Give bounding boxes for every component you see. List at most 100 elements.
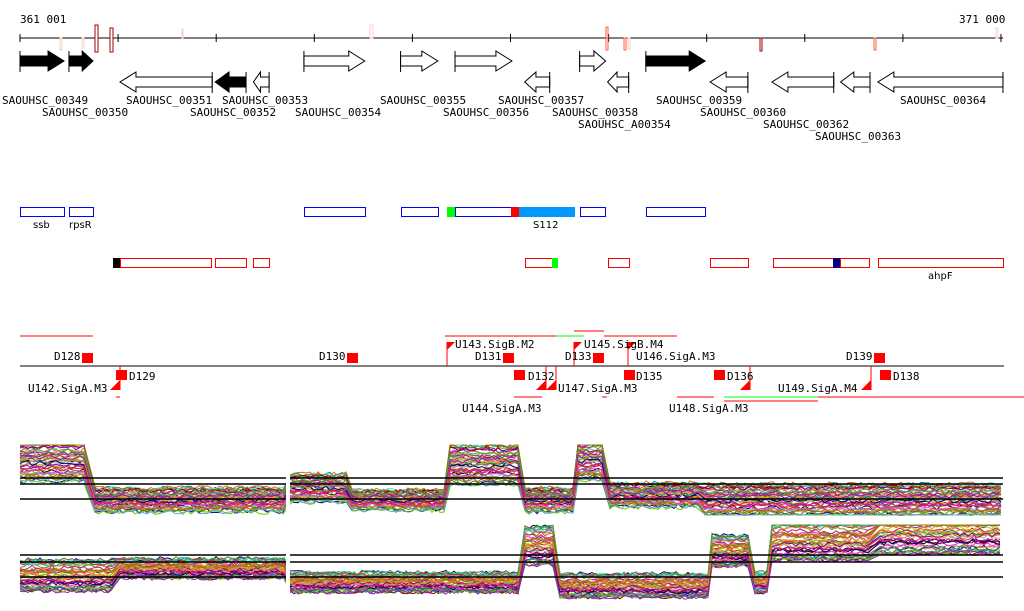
expression-line xyxy=(19,448,1002,499)
promoter-flag-icon xyxy=(110,380,120,390)
gene-label[interactable]: SAOUHSC_00352 xyxy=(190,106,276,119)
marker-shapes xyxy=(82,342,891,390)
gene-SAOUHSC_00357[interactable] xyxy=(523,70,551,94)
promoter-label[interactable]: U144.SigA.M3 xyxy=(462,402,541,415)
marker-label[interactable]: D138 xyxy=(893,370,920,383)
gene-arrow-icon xyxy=(839,70,871,94)
gene-label[interactable]: SAOUHSC_00356 xyxy=(443,106,529,119)
marker-label[interactable]: D135 xyxy=(636,370,663,383)
variant-mark xyxy=(81,37,85,49)
gene-arrow-icon xyxy=(400,50,439,72)
gene-arrow-icon xyxy=(645,50,707,72)
marker-D132-icon xyxy=(514,370,525,380)
gene-SAOUHSC_00358[interactable] xyxy=(579,49,607,73)
variant-mark xyxy=(181,28,184,39)
gene-arrow-icon xyxy=(709,71,749,93)
gene-arrow-icon xyxy=(579,49,607,73)
marker-label[interactable]: D133 xyxy=(565,350,592,363)
operon-label-ssb: ssb xyxy=(33,220,50,231)
gene-SAOUHSC_00356[interactable] xyxy=(454,50,513,72)
gene-label[interactable]: SAOUHSC_00362 xyxy=(763,118,849,131)
gene-label[interactable]: SAOUHSC_00354 xyxy=(295,106,381,119)
operon-box xyxy=(580,207,606,217)
gene-label[interactable]: SAOUHSC_00353 xyxy=(222,94,308,107)
gene-SAOUHSC_00353[interactable] xyxy=(252,70,270,94)
variant-mark xyxy=(995,27,999,39)
expression-line xyxy=(19,541,1001,596)
operon-box xyxy=(646,207,706,217)
promoter-label[interactable]: U147.SigA.M3 xyxy=(558,382,637,395)
expression-line xyxy=(19,534,1000,592)
expression-line xyxy=(19,462,1002,508)
promoter-label[interactable]: U145.SigB.M4 xyxy=(584,338,664,351)
gene-label[interactable]: SAOUHSC_00350 xyxy=(42,106,128,119)
gene-SAOUHSC_A00354[interactable] xyxy=(606,70,630,94)
variant-mark xyxy=(605,26,609,39)
promoter-label[interactable]: U149.SigA.M4 xyxy=(778,382,858,395)
gene-SAOUHSC_00354[interactable] xyxy=(303,50,366,72)
operon-label-S112: S112 xyxy=(533,220,558,231)
variant-mark xyxy=(109,27,114,53)
expression-line xyxy=(19,470,1002,514)
gene-arrow-icon xyxy=(303,50,366,72)
expression-line xyxy=(19,470,1002,515)
promoter-flag-icon xyxy=(447,342,455,350)
gene-arrow-icon xyxy=(214,71,247,93)
promoter-label[interactable]: U143.SigB.M2 xyxy=(455,338,534,351)
gene-SAOUHSC_00363[interactable] xyxy=(839,70,871,94)
marker-D131-icon xyxy=(503,353,514,363)
marker-label[interactable]: D139 xyxy=(846,350,873,363)
marker-label[interactable]: D132 xyxy=(528,370,555,383)
gene-arrow-icon xyxy=(770,71,835,93)
ruler-end-label: 371 000 xyxy=(959,13,1005,26)
expression-line xyxy=(19,477,1002,516)
operon-box xyxy=(401,207,439,217)
gene-label[interactable]: SAOUHSC_00349 xyxy=(2,94,88,107)
variant-mark xyxy=(759,37,763,52)
gene-SAOUHSC_00351[interactable] xyxy=(119,71,213,93)
ruler: 361 001 371 000 xyxy=(19,13,1005,53)
gene-label[interactable]: SAOUHSC_A00354 xyxy=(578,118,671,131)
gene-SAOUHSC_00360[interactable] xyxy=(709,71,749,93)
marker-D135-icon xyxy=(624,370,635,380)
gene-label[interactable]: SAOUHSC_00357 xyxy=(498,94,584,107)
gene-label[interactable]: SAOUHSC_00364 xyxy=(900,94,986,107)
variant-mark xyxy=(627,37,631,50)
variant-mark xyxy=(873,37,877,51)
gene-label[interactable]: SAOUHSC_00363 xyxy=(815,130,901,143)
marker-label[interactable]: D136 xyxy=(727,370,754,383)
marker-D136-icon xyxy=(714,370,725,380)
gene-label[interactable]: SAOUHSC_00360 xyxy=(700,106,786,119)
gene-SAOUHSC_00362[interactable] xyxy=(770,71,835,93)
gene-label[interactable]: SAOUHSC_00355 xyxy=(380,94,466,107)
promoter-flag-icon xyxy=(861,380,871,390)
gene-arrows xyxy=(19,49,1004,94)
marker-label[interactable]: D131 xyxy=(475,350,502,363)
promoter-flag-icon xyxy=(574,342,582,350)
gene-SAOUHSC_00352[interactable] xyxy=(214,71,247,93)
gene-label[interactable]: SAOUHSC_00358 xyxy=(552,106,638,119)
promoter-label[interactable]: U148.SigA.M3 xyxy=(669,402,748,415)
marker-label[interactable]: D128 xyxy=(54,350,81,363)
gene-label[interactable]: SAOUHSC_00359 xyxy=(656,94,742,107)
feature-mark xyxy=(113,258,120,268)
gene-SAOUHSC_00349[interactable] xyxy=(19,50,65,72)
expression-line xyxy=(19,524,1000,579)
gene-SAOUHSC_00364[interactable] xyxy=(876,71,1004,93)
variant-mark xyxy=(94,24,99,53)
ruler-marks xyxy=(59,24,999,53)
gene-arrow-icon xyxy=(606,70,630,94)
promoter-label[interactable]: U146.SigA.M3 xyxy=(636,350,715,363)
marker-label[interactable]: D129 xyxy=(129,370,156,383)
gene-SAOUHSC_00350[interactable] xyxy=(68,49,94,73)
gene-SAOUHSC_00355[interactable] xyxy=(400,50,439,72)
gene-arrow-icon xyxy=(252,70,270,94)
expression-line xyxy=(19,524,1000,585)
promoter-label[interactable]: U142.SigA.M3 xyxy=(28,382,107,395)
gene-SAOUHSC_00359[interactable] xyxy=(645,50,707,72)
marker-label[interactable]: D130 xyxy=(319,350,346,363)
operon-box xyxy=(69,207,94,217)
gene-label[interactable]: SAOUHSC_00351 xyxy=(126,94,212,107)
